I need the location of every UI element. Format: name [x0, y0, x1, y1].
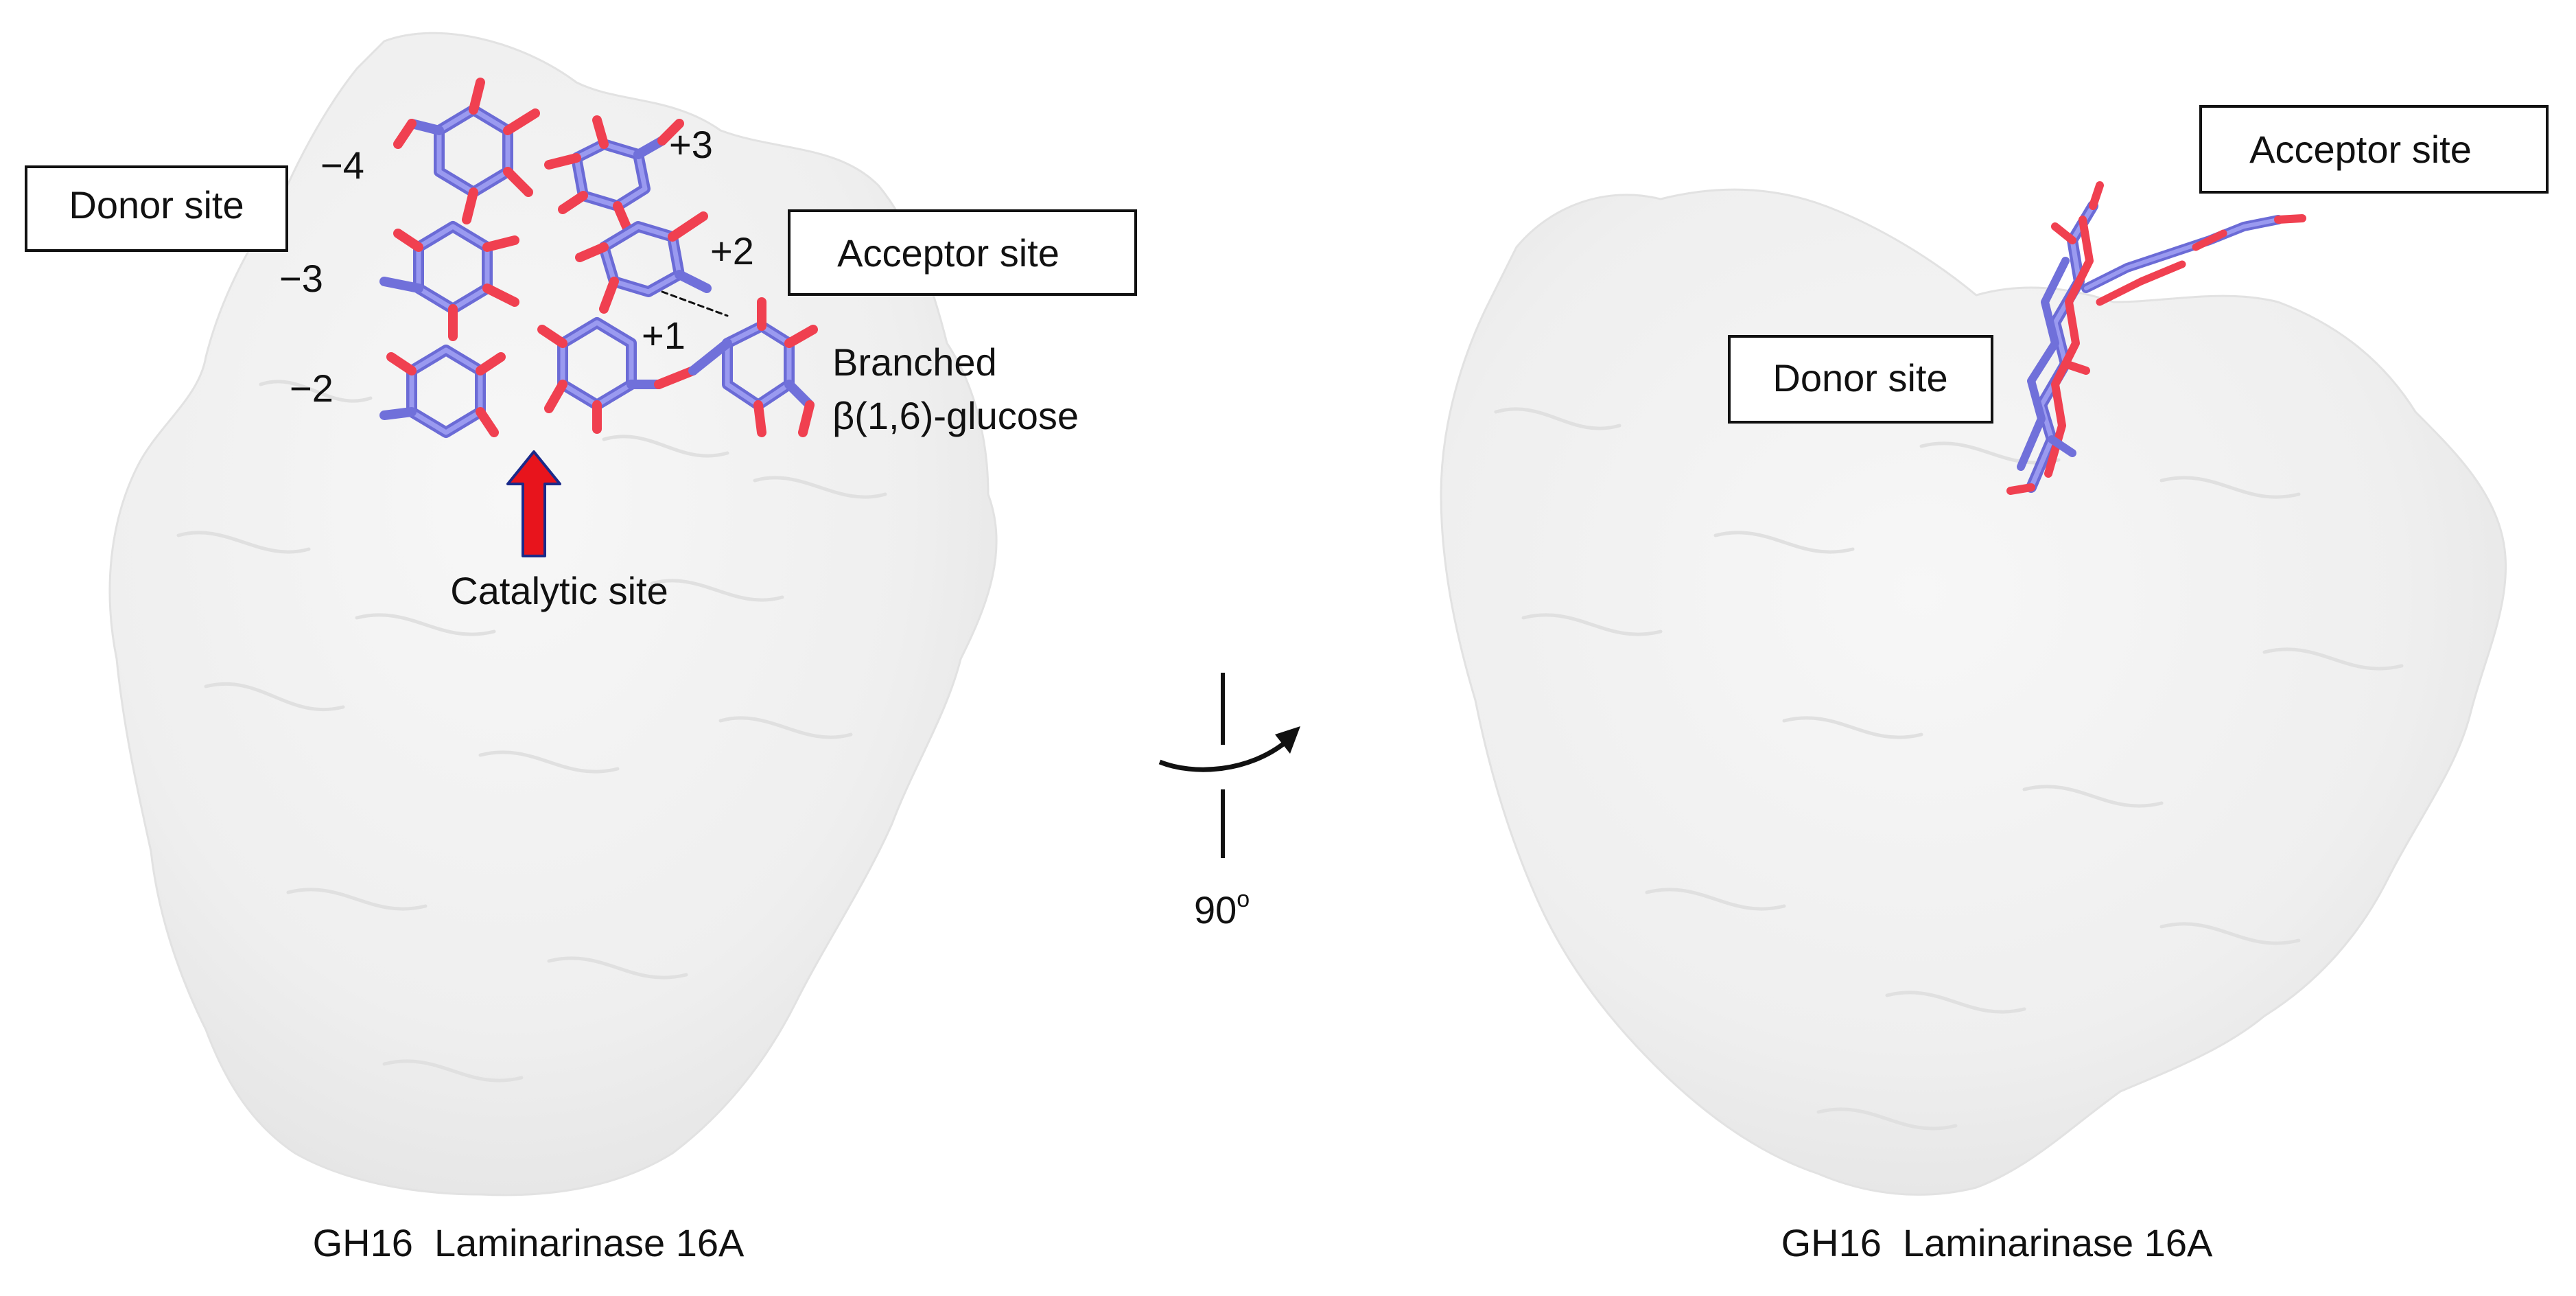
subsite-plus3-label: +3: [669, 123, 713, 166]
hydrogen-bond: [661, 290, 729, 317]
glucose-ring-branched: [688, 297, 818, 437]
left-sugar-chain: [379, 78, 818, 438]
left-acceptor-label: Acceptor site: [837, 231, 1059, 275]
right-acceptor-box: Acceptor site: [2199, 105, 2549, 194]
subsite-plus2-label: +2: [710, 229, 754, 273]
subsite-plus1-label: +1: [642, 314, 686, 357]
branched-label-line1: Branched: [832, 340, 997, 384]
rotation-indicator: [1158, 673, 1300, 858]
right-donor-label: Donor site: [1772, 356, 1947, 400]
subsite-minus4-label: −4: [320, 143, 364, 187]
branched-label-line2: β(1,6)-glucose: [832, 394, 1079, 437]
right-protein-surface: [1440, 188, 2507, 1196]
glucose-ring-plus3: [544, 115, 684, 214]
right-donor-box: Donor site: [1728, 335, 1993, 424]
right-acceptor-label: Acceptor site: [2249, 128, 2472, 171]
glucose-ring-minus2: [379, 345, 506, 438]
rotation-angle-label: 90o: [1194, 886, 1250, 931]
left-protein-surface: [108, 32, 998, 1196]
catalytic-site-label: Catalytic site: [450, 569, 668, 612]
glucose-ring-minus3: [379, 221, 519, 314]
glucose-ring-minus4: [393, 78, 540, 198]
left-donor-box: Donor site: [25, 165, 288, 252]
catalytic-site-arrow: [506, 450, 561, 557]
right-sugar-chain: [2006, 181, 2306, 495]
subsite-minus3-label: −3: [279, 257, 323, 300]
right-caption: GH16 Laminarinase 16A: [1781, 1221, 2213, 1264]
glucose-ring-plus1: [537, 317, 698, 434]
left-caption: GH16 Laminarinase 16A: [313, 1221, 745, 1264]
left-donor-label: Donor site: [69, 183, 244, 227]
left-acceptor-box: Acceptor site: [788, 209, 1137, 296]
subsite-minus2-label: −2: [290, 367, 333, 410]
